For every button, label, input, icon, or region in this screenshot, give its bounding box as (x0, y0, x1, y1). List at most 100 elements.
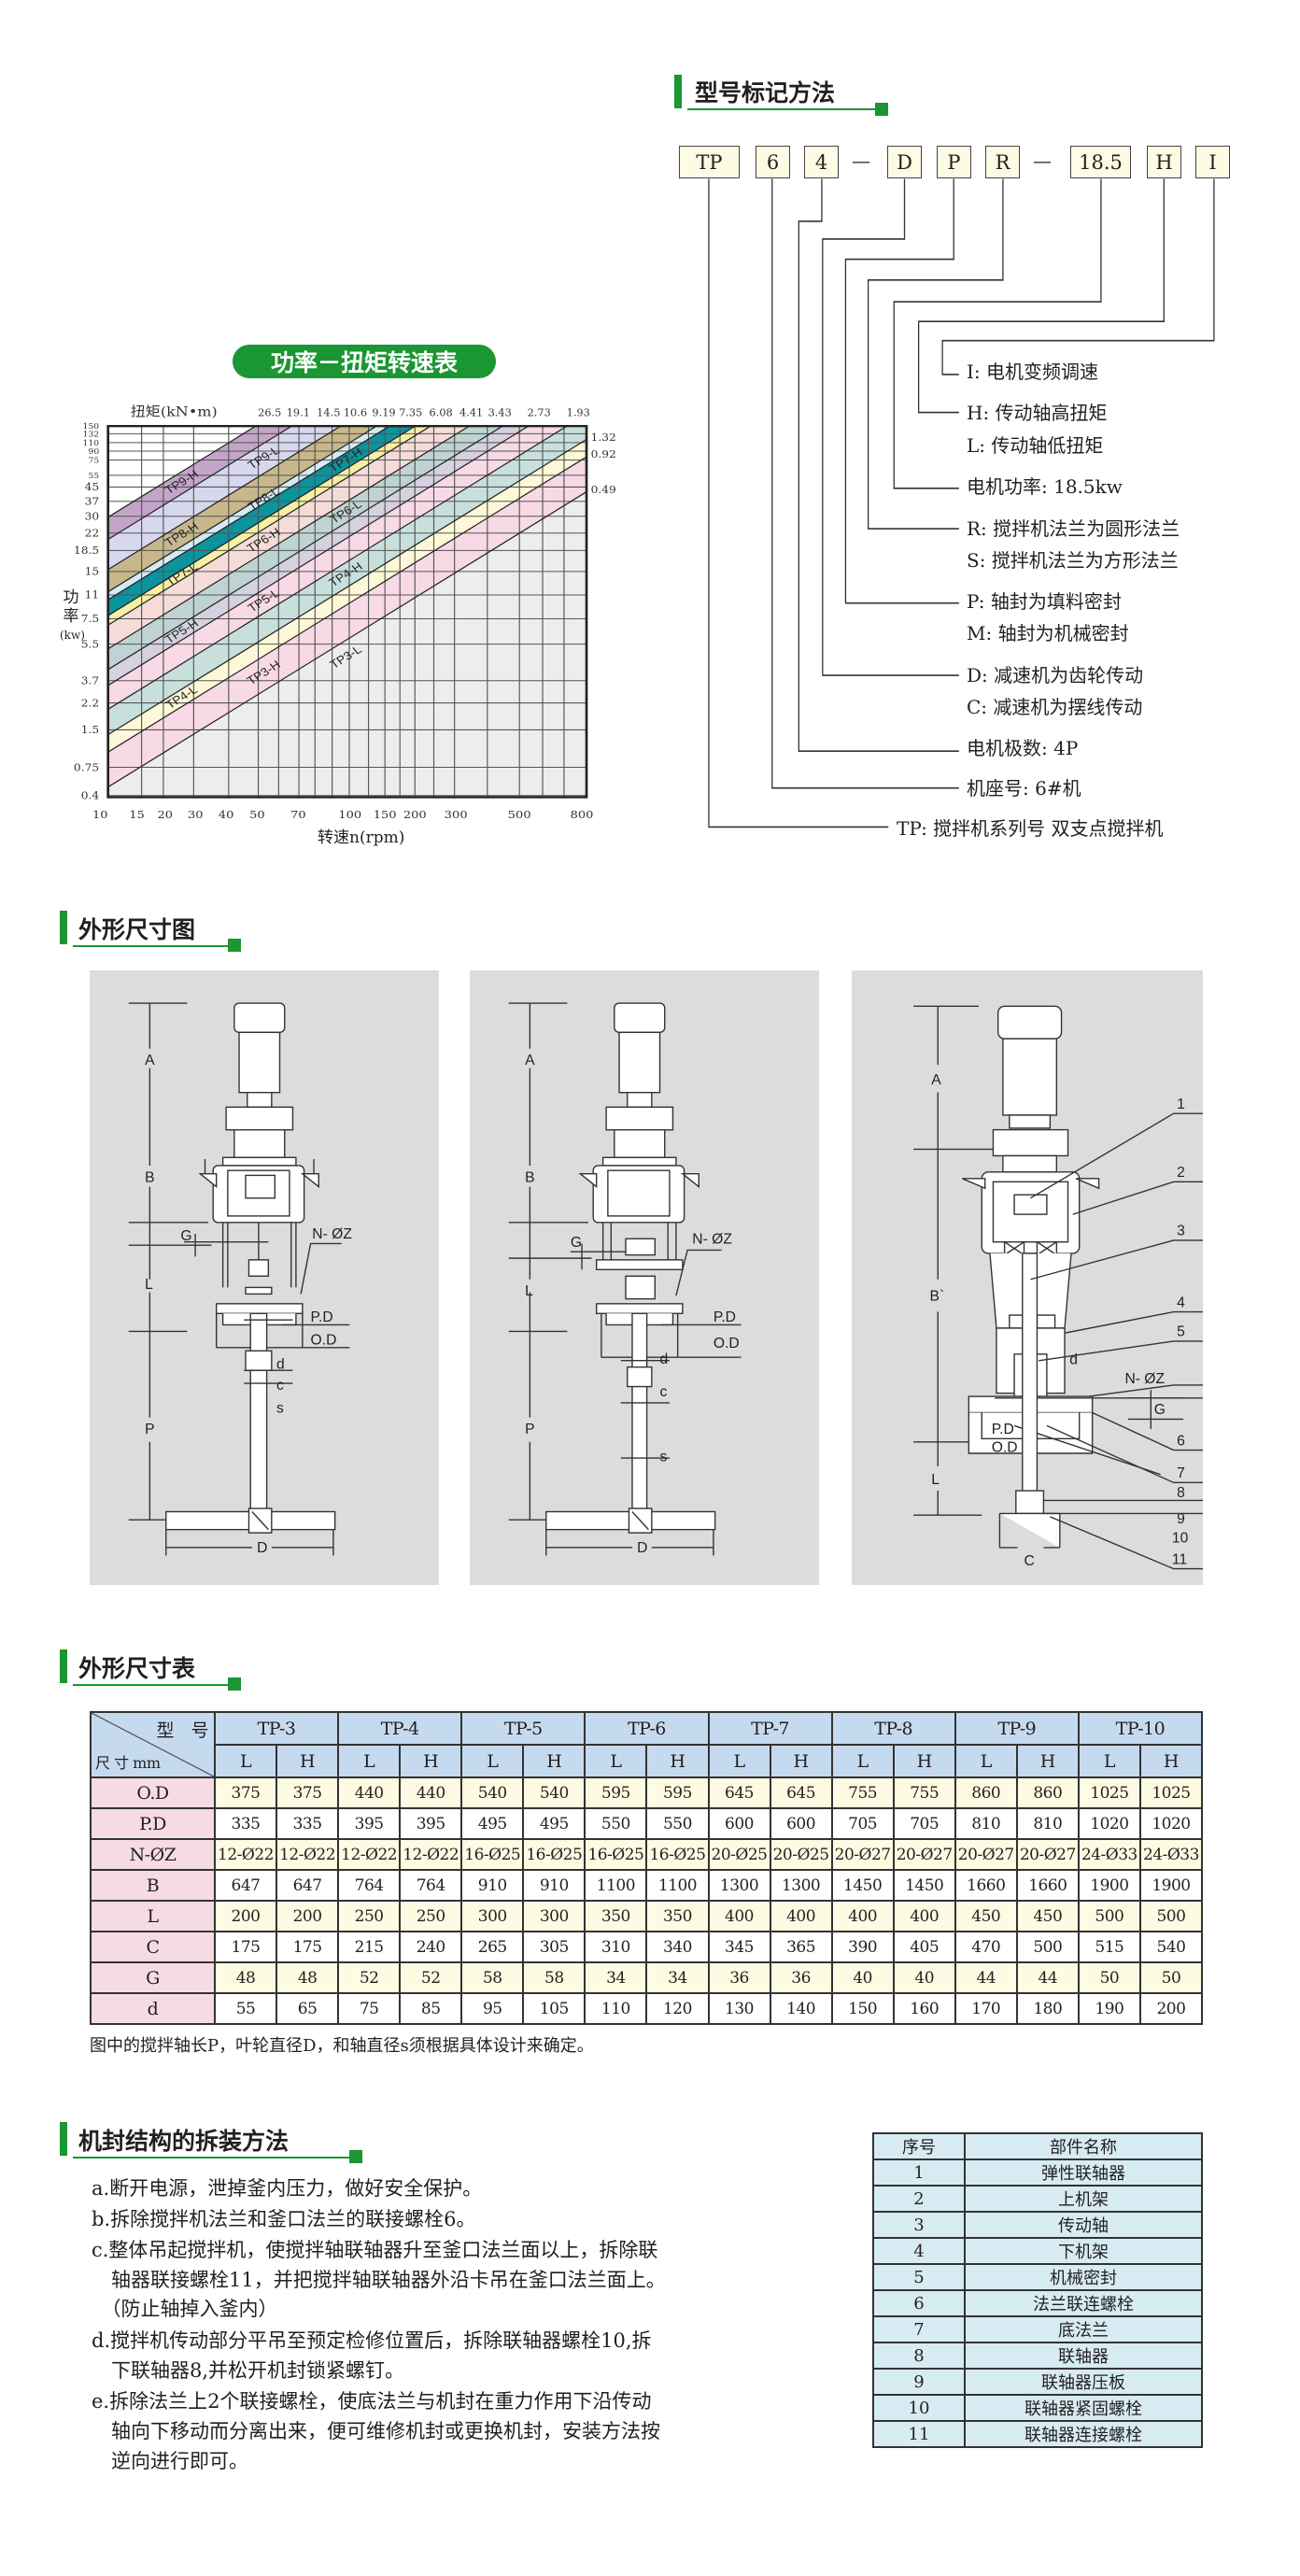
frame (578, 1156, 699, 1300)
disassembly-step-line: （防止轴掉入釜内） (92, 2298, 278, 2320)
model-header: TP-10 (1077, 1711, 1204, 1746)
code-desc-series: TP: 搅拌机系列号 双支点搅拌机 (897, 817, 1164, 840)
table-cell: 120 (645, 1992, 710, 2025)
part-label: 6 (1177, 1433, 1185, 1449)
dim-label-b: B (525, 1169, 534, 1185)
dim-label-impeller-d: D (637, 1540, 647, 1556)
part-number: 9 (872, 2368, 966, 2396)
x-tick-label: 15 (129, 809, 145, 821)
y-tick-label: 18.5 (74, 545, 99, 557)
row-label: N-ØZ (90, 1838, 216, 1871)
table-cell: 365 (769, 1931, 833, 1963)
disassembly-step-line: b.拆除搅拌机法兰和釜口法兰的联接螺栓6。 (92, 2208, 476, 2230)
flange (595, 1303, 742, 1358)
part-label: 5 (1177, 1324, 1185, 1340)
table-cell: 647 (213, 1869, 278, 1902)
table-cell: 265 (460, 1931, 525, 1963)
part-name: 弹性联轴器 (964, 2158, 1203, 2187)
table-cell: 860 (1015, 1776, 1080, 1809)
table-cell: 95 (460, 1992, 525, 2025)
dim-label-pd: P.D (992, 1422, 1014, 1437)
row-label: O.D (90, 1776, 216, 1809)
dim-label-g: G (571, 1235, 582, 1251)
motor (605, 1002, 674, 1158)
y-tick-label: 2.2 (81, 697, 99, 709)
table-cell: 215 (337, 1931, 402, 1963)
table-cell: 400 (769, 1900, 833, 1932)
table-cell: 540 (1138, 1931, 1204, 1963)
code-box-torque: H (1147, 146, 1181, 178)
table-cell: 1100 (645, 1869, 710, 1902)
code-box-poles: 4 (804, 146, 839, 178)
x-tick-label: 800 (571, 809, 594, 821)
title-square (875, 103, 888, 116)
table-cell: 1450 (830, 1869, 895, 1902)
title-underline (687, 108, 883, 110)
title-underline (73, 1684, 232, 1686)
code-box-seal: P (937, 146, 971, 178)
table-cell: 764 (399, 1869, 463, 1902)
table-cell: 375 (213, 1776, 278, 1809)
code-desc-power: 电机功率: 18.5kw (967, 475, 1123, 498)
table-cell: 34 (584, 1961, 648, 1994)
parts-header-name: 部件名称 (964, 2132, 1203, 2160)
torque-tick-label: 26.5 (258, 406, 281, 418)
part-name: 传动轴 (964, 2211, 1203, 2239)
table-cell: 250 (399, 1900, 463, 1932)
torque-tick-label: 7.35 (399, 406, 422, 418)
table-cell: 335 (276, 1807, 340, 1840)
table-cell: 20-Ø25 (769, 1838, 833, 1871)
table-cell: 1450 (892, 1869, 956, 1902)
variant-header: L (1077, 1744, 1141, 1778)
code-desc-i: I: 电机变频调速 (967, 361, 1098, 383)
table-cell: 40 (892, 1961, 956, 1994)
model-header: TP-7 (707, 1711, 833, 1746)
shaft (620, 1312, 670, 1521)
table-cell: 20-Ø27 (892, 1838, 956, 1871)
dim-label-impeller-d: D (257, 1540, 267, 1556)
dim-label-g: G (180, 1228, 191, 1244)
table-cell: 705 (830, 1807, 895, 1840)
disassembly-step-line: e.拆除法兰上2个联接螺栓，使底法兰与机封在重力作用下沿传动 (92, 2390, 652, 2413)
table-cell: 755 (892, 1776, 956, 1809)
table-cell: 170 (954, 1992, 1018, 2025)
dim-label-c: c (660, 1384, 668, 1400)
table-cell: 16-Ø25 (460, 1838, 525, 1871)
table-cell: 1100 (584, 1869, 648, 1902)
corner-size-label: 尺 寸 mm (95, 1754, 161, 1772)
part-label: 4 (1177, 1295, 1185, 1310)
table-cell: 860 (954, 1776, 1018, 1809)
table-cell: 150 (830, 1992, 895, 2025)
band-boundary-line (107, 426, 293, 541)
y-tick-label: 150 (83, 423, 99, 432)
part-number: 1 (872, 2158, 966, 2187)
code-desc-poles: 电机极数: 4P (967, 737, 1079, 759)
code-desc-d: D: 减速机为齿轮传动 (967, 664, 1144, 686)
ylabel-char: 率 (63, 607, 79, 626)
table-cell: 55 (213, 1992, 278, 2025)
table-cell: 105 (522, 1992, 586, 2025)
table-cell: 495 (522, 1807, 586, 1840)
table-cell: 240 (399, 1931, 463, 1963)
band-boundary-line (107, 426, 471, 650)
dim-label-nz: N- ØZ (312, 1226, 352, 1242)
table-cell: 20-Ø25 (707, 1838, 771, 1871)
variant-header: H (1015, 1744, 1080, 1778)
table-cell: 48 (213, 1961, 278, 1994)
table-cell: 910 (522, 1869, 586, 1902)
band-boundary-line (107, 426, 432, 626)
band-boundary-line (107, 490, 587, 788)
frame (198, 1156, 319, 1295)
part-label: 10 (1172, 1531, 1189, 1547)
part-name: 机械密封 (964, 2263, 1203, 2291)
variant-header: H (522, 1744, 586, 1778)
chart-ylabel: 功 率 (kw) (60, 588, 85, 644)
drawing-panel-3: A B` L d N- ØZ G P.D O.D C 1 2 3 4 5 6 7… (852, 970, 1203, 1585)
dim-label-b: B (145, 1169, 154, 1185)
chart-title: 功率－扭矩转速表 (233, 345, 496, 378)
dim-label-p: P (145, 1422, 154, 1437)
